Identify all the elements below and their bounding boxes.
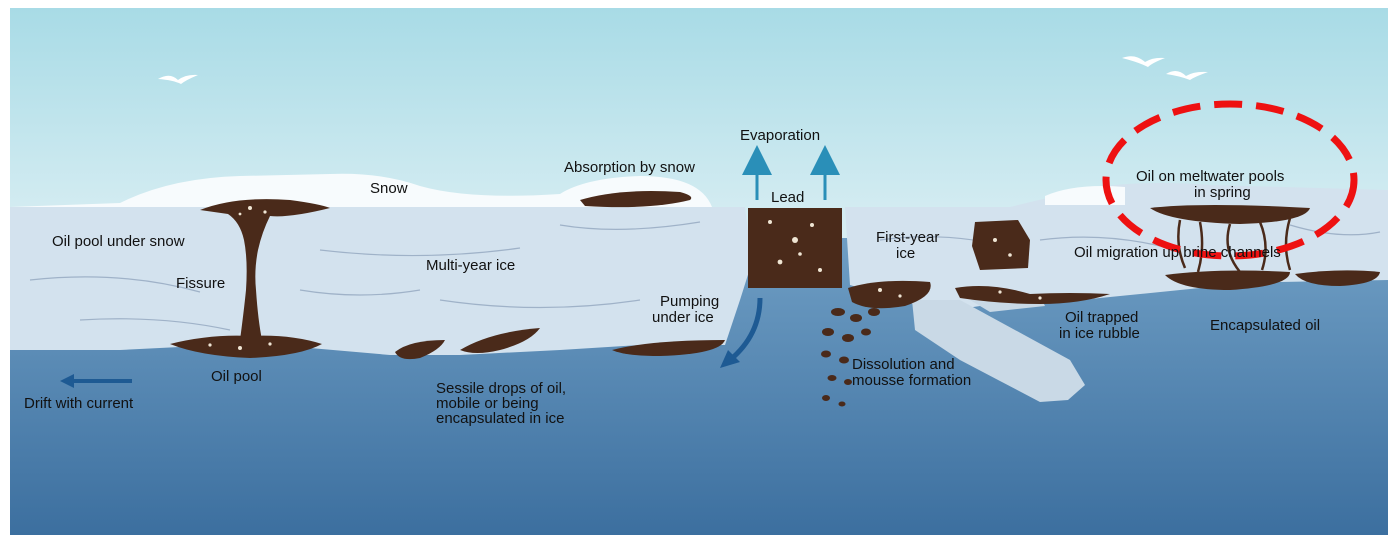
label-evaporation: Evaporation	[740, 127, 820, 144]
label-oil-meltwater-2: in spring	[1194, 184, 1251, 201]
label-encapsulated-oil: Encapsulated oil	[1210, 317, 1320, 334]
label-pumping-1: Pumping	[660, 293, 719, 310]
label-pumping-2: under ice	[652, 309, 714, 326]
lead-oil	[748, 208, 842, 288]
label-dissolution-2: mousse formation	[852, 372, 971, 389]
label-oil-pool-under-snow: Oil pool under snow	[52, 233, 185, 250]
label-oil-migration: Oil migration up brine channels	[1074, 244, 1281, 261]
oil-in-ice-block	[972, 220, 1030, 270]
label-oil-trapped-2: in ice rubble	[1059, 325, 1140, 342]
label-dissolution-1: Dissolution and	[852, 356, 955, 373]
label-snow: Snow	[370, 180, 408, 197]
label-fissure: Fissure	[176, 275, 225, 292]
label-oil-pool: Oil pool	[211, 368, 262, 385]
label-first-year-ice-1: First-year	[876, 229, 939, 246]
label-oil-trapped-1: Oil trapped	[1065, 309, 1138, 326]
label-first-year-ice-2: ice	[896, 245, 915, 262]
label-oil-meltwater-1: Oil on meltwater pools	[1136, 168, 1284, 185]
label-multi-year-ice: Multi-year ice	[426, 257, 515, 274]
label-absorption-by-snow: Absorption by snow	[564, 159, 695, 176]
label-drift-with-current: Drift with current	[24, 395, 134, 412]
label-lead: Lead	[771, 189, 804, 206]
label-sessile-3: encapsulated in ice	[436, 410, 564, 427]
